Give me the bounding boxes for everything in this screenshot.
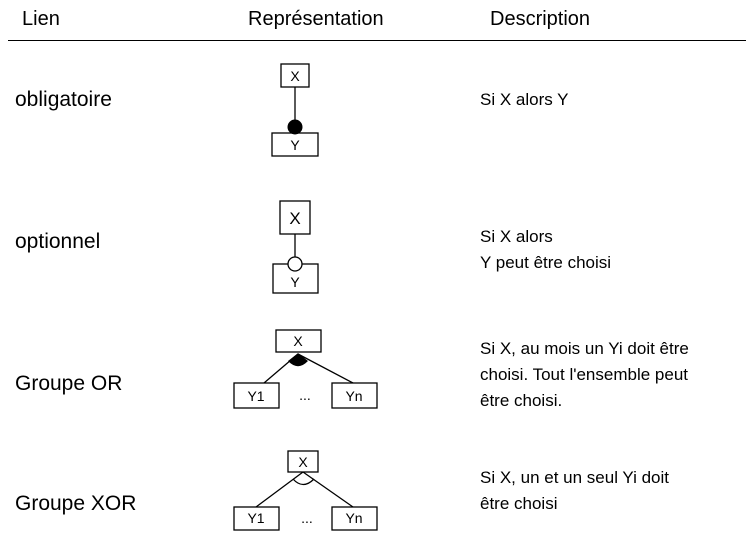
label-or-group: Groupe OR bbox=[15, 372, 123, 395]
description-line: choisi. Tout l'ensemble peut bbox=[480, 365, 689, 384]
optional-marker-icon bbox=[287, 256, 303, 272]
header-link: Lien bbox=[22, 8, 60, 30]
feature-box-child-last bbox=[331, 382, 378, 409]
mandatory-marker-icon bbox=[287, 119, 303, 135]
feature-label-child: Y bbox=[290, 137, 300, 153]
ellipsis: ... bbox=[299, 387, 311, 403]
feature-box-child-last bbox=[331, 506, 378, 531]
diagram-optional: X Y bbox=[272, 200, 319, 294]
feature-box-parent bbox=[287, 450, 319, 473]
description-or-group: Si X, au mois un Yi doit être choisi. To… bbox=[480, 336, 689, 414]
connector-line bbox=[255, 471, 304, 508]
feature-label-child-last: Yn bbox=[345, 510, 362, 526]
feature-label-parent: X bbox=[293, 333, 303, 349]
feature-label-parent: X bbox=[298, 454, 308, 470]
feature-box-child-first bbox=[233, 506, 280, 531]
label-mandatory: obligatoire bbox=[15, 88, 112, 111]
description-optional: Si X alors Y peut être choisi bbox=[480, 224, 611, 276]
ellipsis: ... bbox=[301, 510, 313, 526]
feature-label-child-first: Y1 bbox=[247, 510, 264, 526]
feature-label-child-last: Yn bbox=[345, 388, 362, 404]
diagram-xor-group: X Y1 ... Yn bbox=[233, 450, 378, 531]
description-line: être choisi bbox=[480, 494, 558, 513]
description-mandatory: Si X alors Y bbox=[480, 87, 569, 113]
feature-label-parent: X bbox=[290, 68, 300, 84]
description-line: être choisi. bbox=[480, 391, 563, 410]
description-line: Si X alors Y bbox=[480, 90, 569, 109]
connector-line bbox=[302, 471, 354, 508]
description-xor-group: Si X, un et un seul Yi doit être choisi bbox=[480, 465, 669, 517]
or-group-arc-icon bbox=[288, 353, 308, 367]
feature-label-parent: X bbox=[289, 209, 300, 228]
label-optional: optionnel bbox=[15, 230, 101, 253]
feature-box-child-first bbox=[233, 382, 280, 409]
diagram-mandatory: X Y bbox=[271, 63, 319, 157]
xor-group-arc-icon bbox=[292, 478, 315, 486]
description-line: Si X, un et un seul Yi doit bbox=[480, 468, 670, 487]
header-representation: Représentation bbox=[248, 8, 384, 30]
label-xor-group: Groupe XOR bbox=[15, 492, 137, 515]
header-rule bbox=[8, 40, 746, 41]
description-line: Y peut être choisi bbox=[480, 253, 612, 272]
feature-label-child: Y bbox=[290, 274, 300, 290]
feature-box-parent bbox=[275, 329, 322, 353]
description-line: Si X alors bbox=[480, 227, 553, 246]
feature-label-child-first: Y1 bbox=[247, 388, 264, 404]
connector-line bbox=[297, 353, 354, 384]
diagram-or-group: X Y1 ... Yn bbox=[233, 329, 378, 409]
description-line: Si X, au mois un Yi doit être bbox=[480, 339, 689, 358]
header-description: Description bbox=[490, 8, 591, 30]
